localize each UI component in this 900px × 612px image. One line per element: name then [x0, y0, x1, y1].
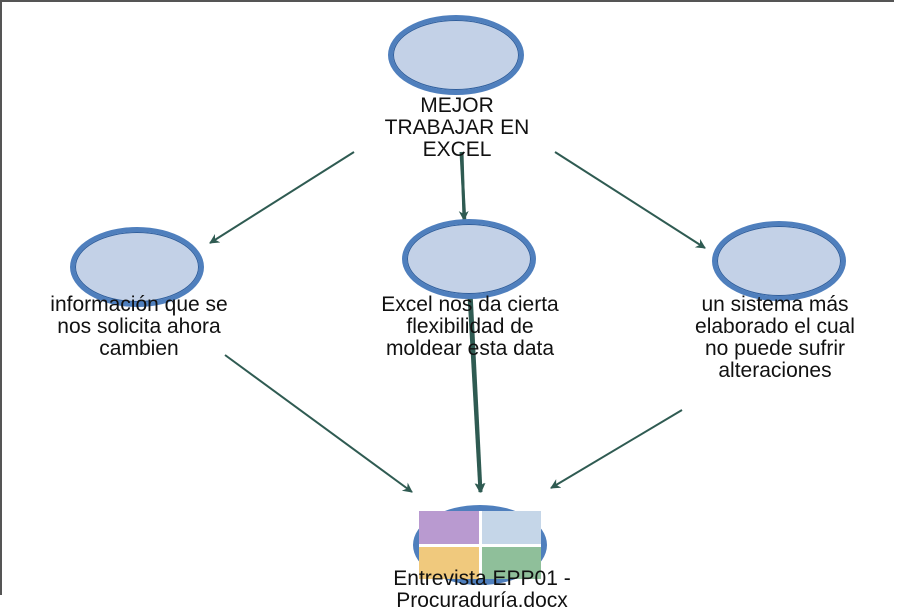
edge-right-to-document — [550, 409, 683, 489]
document-divider-horizontal — [419, 544, 541, 547]
node-center-label: Excel nos da cierta flexibilidad de mold… — [381, 293, 559, 360]
edge-left-to-document — [224, 354, 413, 493]
document-label: Entrevista EPP01 - Procuraduría.docx — [393, 567, 571, 612]
document-node[interactable] — [413, 505, 547, 585]
node-left-label: información que se nos solicita ahora ca… — [50, 293, 228, 360]
edge-center-to-document — [468, 271, 486, 493]
node-center-circle[interactable] — [402, 219, 536, 299]
document-quadrant-top-right — [480, 511, 541, 545]
edge-top-to-left — [209, 151, 355, 244]
node-top-circle[interactable] — [388, 15, 524, 95]
document-quadrant-bottom-right — [480, 545, 541, 579]
node-left-circle[interactable] — [70, 227, 204, 307]
document-quadrant-top-left — [419, 511, 480, 545]
node-right-label: un sistema más elaborado el cual no pued… — [695, 293, 855, 382]
document-quadrant-bottom-left — [419, 545, 480, 579]
node-top-label: MEJOR TRABAJAR EN EXCEL — [384, 94, 530, 161]
edges-layer — [209, 151, 706, 493]
node-right-circle[interactable] — [712, 221, 846, 301]
edge-top-to-right — [554, 151, 706, 249]
